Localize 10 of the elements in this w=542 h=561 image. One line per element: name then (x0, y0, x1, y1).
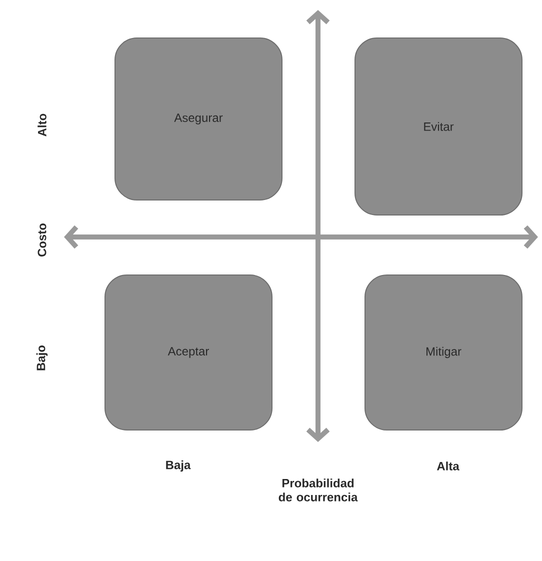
axis-label: Alta (436, 462, 460, 470)
quadrant-box: Asegurar (114, 38, 282, 200)
axis-label: Baja (166, 460, 191, 472)
quadrant-box: Evitar (354, 38, 522, 216)
axis-label: Costo (38, 223, 46, 257)
axis-label: Bajo (36, 345, 48, 370)
axis-label: Probabilidad de ocurrencia (278, 478, 358, 502)
quadrant-box: Mitigar (364, 274, 522, 430)
axis-label: Alto (38, 114, 46, 136)
quadrant-box: Aceptar (104, 274, 272, 430)
